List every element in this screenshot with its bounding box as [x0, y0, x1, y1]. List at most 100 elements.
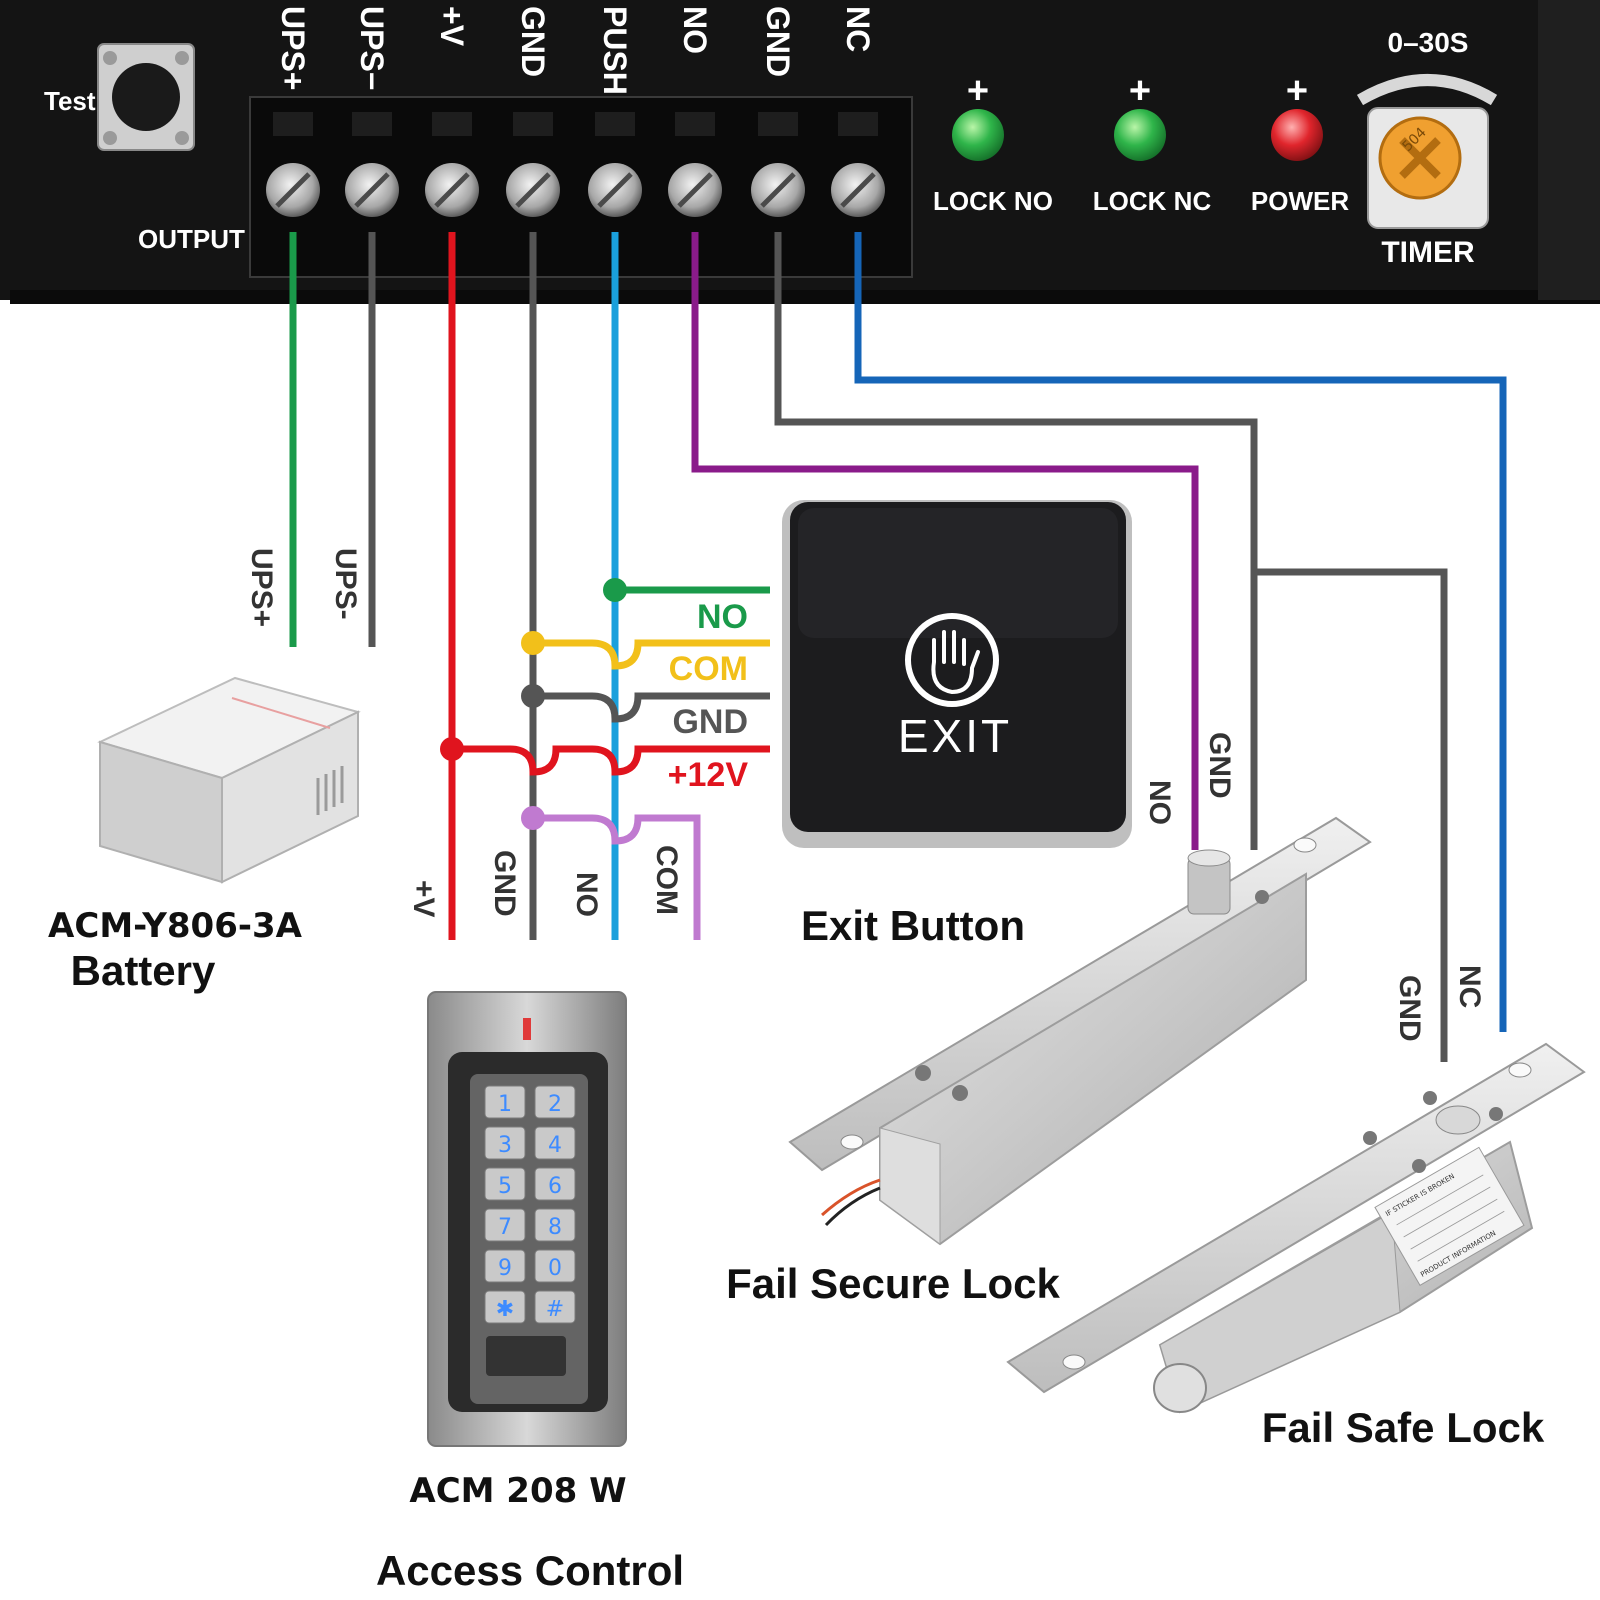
terminal-slot — [595, 112, 635, 136]
keypad-key[interactable] — [484, 1167, 526, 1201]
fail-secure-wire-no-label: NO — [1143, 780, 1176, 825]
exit-wire-com-label: COM — [669, 650, 748, 688]
screw-slot-icon — [275, 172, 311, 208]
exit-button[interactable]: EXIT — [782, 500, 1132, 848]
battery-wire-ups-plus-label: UPS+ — [245, 548, 278, 627]
fail-safe-lock-icon: IF STICKER IS BROKEN PRODUCT INFORMATION — [1006, 1042, 1586, 1414]
keypad-key-label: 9 — [498, 1256, 512, 1281]
timer-cross-icon — [1399, 137, 1441, 179]
led-lock-no-label: LOCK NO — [933, 186, 1053, 216]
terminal-slot — [352, 112, 392, 136]
screw-slot-icon — [597, 172, 633, 208]
keypad-key-label: 2 — [548, 1092, 562, 1117]
green-led-icon — [1114, 109, 1166, 161]
junction-access-com — [521, 806, 545, 830]
hand-icon — [931, 630, 980, 694]
terminal-label: +V — [434, 6, 470, 47]
terminal-label: PUSH — [597, 6, 633, 95]
screw-slot-icon — [840, 172, 876, 208]
access-wire-no-label: NO — [570, 872, 603, 917]
screw-slot-icon — [434, 172, 470, 208]
screw-slot-icon — [515, 172, 551, 208]
wire-no-to-fail-secure — [691, 232, 1199, 850]
timer-arc — [1356, 74, 1498, 106]
keypad-key[interactable] — [484, 1085, 526, 1119]
keypad-key-label: 6 — [548, 1174, 562, 1199]
keypad-key[interactable] — [534, 1290, 576, 1324]
terminal-slot — [273, 112, 313, 136]
terminal-label: NO — [677, 6, 713, 54]
keypad-key-label: # — [546, 1297, 564, 1322]
keypad-key-label: 1 — [498, 1092, 512, 1117]
board-side — [1538, 0, 1600, 300]
led-power: + POWER — [1251, 70, 1349, 216]
junction-gnd — [521, 684, 545, 708]
junction-com — [521, 631, 545, 655]
board-edge — [10, 290, 1600, 304]
red-led-icon — [1271, 109, 1323, 161]
keypad-key-label: 4 — [548, 1133, 562, 1158]
keypad-key-label: 0 — [548, 1256, 562, 1281]
keypad-key-label: 8 — [548, 1215, 562, 1240]
exit-wire-no-label: NO — [697, 598, 748, 636]
terminal-label: UPS− — [354, 6, 390, 90]
timer-potentiometer[interactable]: 0–30S 504 TIMER — [1356, 27, 1498, 269]
keypad-keys: 1 2 3 4 5 6 7 8 9 0 ✱ # — [484, 1085, 576, 1324]
keypad-key[interactable] — [484, 1249, 526, 1283]
led-lock-nc: + LOCK NC — [1093, 70, 1212, 216]
terminal-label: NC — [840, 6, 876, 52]
led-lock-nc-label: LOCK NC — [1093, 186, 1212, 216]
junction-no — [603, 578, 627, 602]
exit-face-text: EXIT — [898, 710, 1012, 762]
junction-12v — [440, 737, 464, 761]
led-lock-no-plus: + — [967, 70, 989, 112]
test-button[interactable] — [97, 43, 195, 151]
keypad-led-icon — [523, 1018, 531, 1040]
access-wire-plus-v-label: +V — [407, 880, 440, 918]
green-led-icon — [952, 109, 1004, 161]
fail-safe-wire-nc-label: NC — [1453, 965, 1486, 1008]
screw-slot-icon — [677, 172, 713, 208]
keypad-key[interactable] — [534, 1249, 576, 1283]
keypad-key[interactable] — [484, 1208, 526, 1242]
test-label: Test — [44, 86, 96, 116]
battery-model-label: ACM-Y806-3A — [48, 906, 303, 946]
access-wire-com-label: COM — [650, 845, 683, 915]
keypad-key[interactable] — [484, 1290, 526, 1324]
keypad-key[interactable] — [484, 1126, 526, 1160]
wire-nc-to-fail-safe — [854, 232, 1507, 1032]
keypad-key-label: 7 — [498, 1215, 512, 1240]
fail-safe-wire-gnd-label: GND — [1393, 975, 1426, 1042]
keypad-key[interactable] — [534, 1085, 576, 1119]
battery-wire-ups-minus-label: UPS- — [329, 548, 362, 620]
fail-secure-wire-gnd-label: GND — [1203, 732, 1236, 799]
led-lock-nc-plus: + — [1129, 70, 1151, 112]
led-power-plus: + — [1286, 70, 1308, 112]
wires — [289, 232, 1507, 1062]
timer-label: TIMER — [1381, 236, 1475, 269]
wire-exit-com — [533, 639, 770, 670]
keypad-key-label: 3 — [498, 1133, 512, 1158]
access-wire-gnd-label: GND — [488, 850, 521, 917]
keypad-key[interactable] — [534, 1126, 576, 1160]
led-power-label: POWER — [1251, 186, 1349, 216]
screw-slot-icon — [354, 172, 390, 208]
terminal-slot — [838, 112, 878, 136]
terminal-label: UPS+ — [275, 6, 311, 90]
battery-name-label: Battery — [71, 947, 216, 994]
wire-access-com — [533, 814, 701, 940]
terminal-slot — [513, 112, 553, 136]
access-control-keypad: 1 2 3 4 5 6 7 8 9 0 ✱ # — [427, 991, 627, 1447]
keypad-key[interactable] — [534, 1167, 576, 1201]
keypad-key[interactable] — [534, 1208, 576, 1242]
terminal-label: GND — [760, 6, 796, 77]
keypad-key-label: ✱ — [496, 1297, 514, 1322]
keypad-key-label: 5 — [498, 1174, 512, 1199]
fail-secure-lock-icon — [788, 816, 1372, 1246]
led-lock-no: + LOCK NO — [933, 70, 1053, 216]
fail-safe-lock-caption: Fail Safe Lock — [1262, 1404, 1545, 1451]
wire-exit-12v — [452, 745, 770, 776]
